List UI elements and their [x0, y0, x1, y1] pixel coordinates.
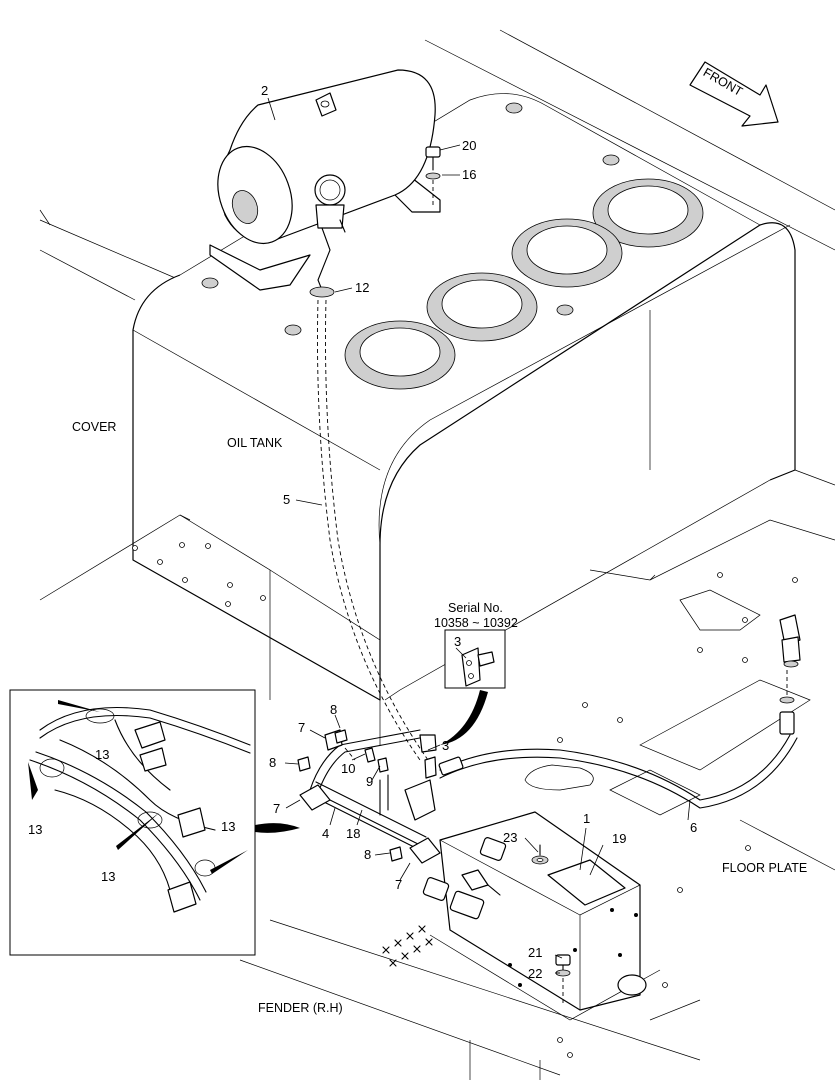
- label-floor-plate: FLOOR PLATE: [722, 861, 807, 875]
- front-arrow: [689, 61, 779, 127]
- washer-23: [531, 844, 549, 865]
- callout-20: 20: [462, 138, 476, 153]
- callout-9: 9: [366, 774, 373, 789]
- label-oil-tank: OIL TANK: [227, 436, 283, 450]
- box-connectors: [422, 837, 507, 920]
- accumulator-cylinder: [209, 69, 441, 298]
- bolt-20-washer-16: [425, 146, 441, 205]
- label-fender: FENDER (R.H): [258, 1001, 343, 1015]
- callout-13c: 13: [221, 819, 235, 834]
- bolt-21-washer-22: [555, 954, 571, 1005]
- callout-7c: 7: [395, 877, 402, 892]
- callout-8b: 8: [269, 755, 276, 770]
- callout-6: 6: [690, 820, 697, 835]
- callout-23: 23: [503, 830, 517, 845]
- callout-8a: 8: [330, 702, 337, 717]
- callout-7b: 7: [273, 801, 280, 816]
- leader-lines: [267, 97, 691, 974]
- callout-3b: 3: [442, 738, 449, 753]
- callout-21: 21: [528, 945, 542, 960]
- callout-18: 18: [346, 826, 360, 841]
- callout-22: 22: [528, 966, 542, 981]
- callout-1: 1: [583, 811, 590, 826]
- label-cover: COVER: [72, 420, 116, 434]
- callout-8c: 8: [364, 847, 371, 862]
- callout-16: 16: [462, 167, 476, 182]
- hose-6: [438, 614, 801, 809]
- callout-2: 2: [261, 83, 268, 98]
- callout-13b: 13: [28, 822, 42, 837]
- frame-lines: [39, 29, 835, 301]
- floor-plate-frame: [39, 514, 835, 1080]
- harness-bracket-assembly: [297, 729, 441, 864]
- callout-3a: 3: [454, 634, 461, 649]
- serial-inset: [440, 629, 506, 745]
- callout-10: 10: [341, 761, 355, 776]
- callout-12: 12: [355, 280, 369, 295]
- callout-4: 4: [322, 826, 329, 841]
- callouts: 2 20 16 12 5 3 3 7 8 8 10 9 7 4 18 8 7 1…: [28, 83, 697, 981]
- tank-flange-rings: [344, 178, 704, 390]
- callout-13d: 13: [101, 869, 115, 884]
- dashed-hose-5: [317, 299, 429, 761]
- callout-13a: 13: [95, 747, 109, 762]
- control-box: [429, 811, 661, 1021]
- callout-19: 19: [612, 831, 626, 846]
- detail-inset: [9, 689, 300, 956]
- label-serial-title: Serial No.: [448, 601, 503, 615]
- label-serial-range: 10358 ~ 10392: [434, 616, 518, 630]
- tank-bosses: [201, 102, 620, 336]
- x-markers: [382, 925, 433, 967]
- callout-5: 5: [283, 492, 290, 507]
- mounting-dots: [132, 542, 798, 1058]
- callout-7a: 7: [298, 720, 305, 735]
